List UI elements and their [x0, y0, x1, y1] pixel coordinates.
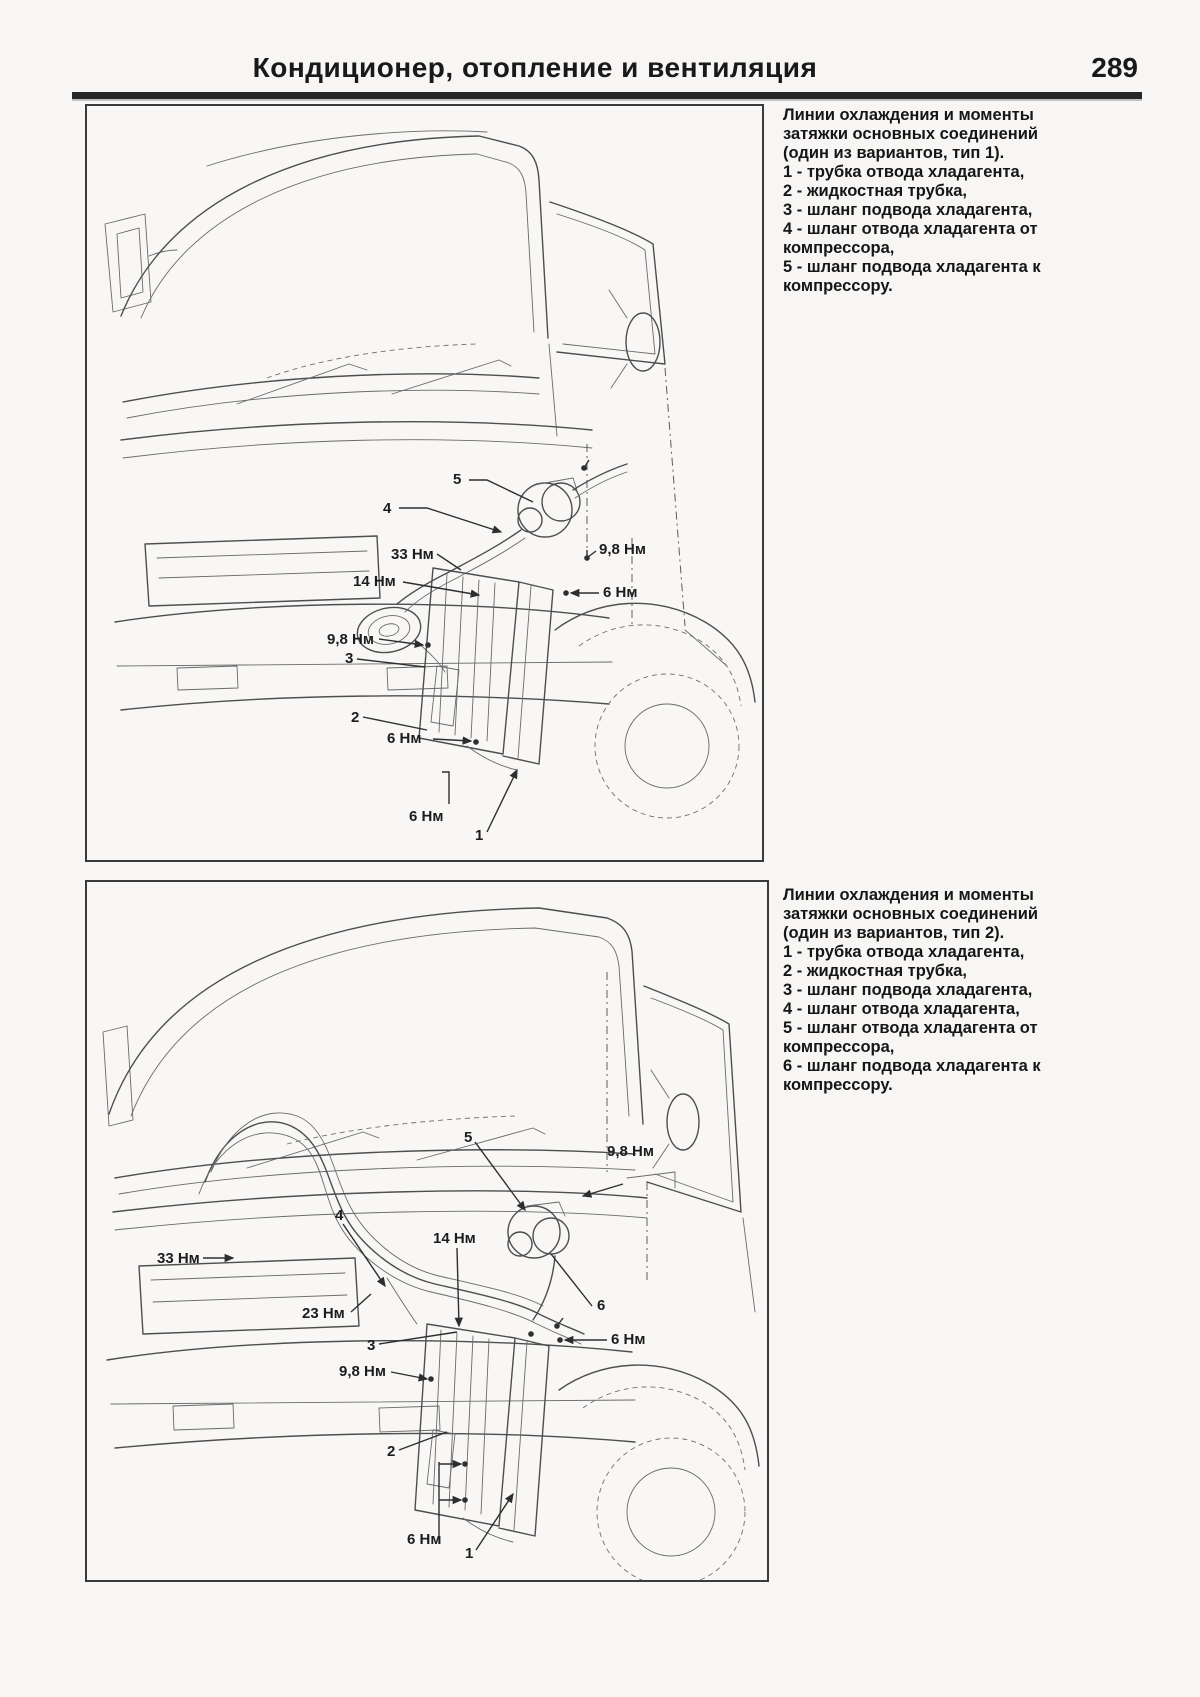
- figure-annotation: 5: [464, 1129, 473, 1146]
- figure-annotation: 4: [335, 1207, 344, 1224]
- figure-annotation: 33 Нм: [391, 546, 434, 563]
- figure-box-type2: 5 9,8 Нм 33 Нм 23 Нм 4 14 Нм 3 9,8 Нм 2 6 6 Нм 6 Нм…: [85, 880, 769, 1582]
- leader-lines: [356, 479, 599, 833]
- caption-item: 1 - трубка отвода хладагента,: [783, 943, 1025, 961]
- figure-annotation: 6 Нм: [407, 1531, 442, 1548]
- leader-lines: [203, 1141, 624, 1551]
- caption-item: 3 - шланг подвода хладагента,: [783, 981, 1033, 999]
- caption-heading: Линии охлаждения и моменты затяжки основ…: [783, 886, 1039, 942]
- caption-heading: Линии охлаждения и моменты затяжки основ…: [783, 106, 1039, 162]
- figure-annotation: 33 Нм: [157, 1250, 200, 1267]
- caption-item: 2 - жидкостная трубка,: [783, 182, 967, 200]
- figure-annotation: 9,8 Нм: [339, 1363, 386, 1380]
- caption-item: 3 - шланг подвода хладагента,: [783, 201, 1033, 219]
- page-title: Кондиционер, отопление и вентиляция: [252, 52, 818, 83]
- figure-annotation: 5: [453, 471, 462, 488]
- figure-annotation: 23 Нм: [302, 1305, 345, 1322]
- figure-annotation: 9,8 Нм: [327, 631, 374, 648]
- figure-annotation: 3: [367, 1337, 376, 1354]
- figure-annotation: 14 Нм: [433, 1230, 476, 1247]
- figure-annotation: 14 Нм: [353, 573, 396, 590]
- caption-type2: Линии охлаждения и моменты затяжки основ…: [783, 886, 1061, 1095]
- page-number: 289: [1091, 52, 1138, 83]
- header-rule: [72, 92, 1142, 99]
- bolt-marks: [425, 459, 590, 745]
- caption-item: 5 - шланг отвода хладагента от компрессо…: [783, 1019, 1038, 1056]
- figure-box-type1: 5 4 33 Нм 14 Нм 9,8 Нм 6 Нм 9,8 Нм 3 2 6 Нм 6 Нм 1: [85, 104, 764, 862]
- figure-annotation: 6 Нм: [611, 1331, 646, 1348]
- figure-annotation: 3: [345, 650, 354, 667]
- ac-plumbing: [198, 1112, 676, 1543]
- bolt-marks: [428, 1317, 564, 1503]
- caption-type1: Линии охлаждения и моменты затяжки основ…: [783, 106, 1061, 296]
- figure-annotation: 6 Нм: [409, 808, 444, 825]
- figure-labels-layer: 5 4 33 Нм 14 Нм 9,8 Нм 6 Нм 9,8 Нм 3 2 6 Нм 6 Нм 1: [87, 106, 762, 860]
- figure-annotation: 1: [465, 1545, 474, 1562]
- figure-annotation: 4: [383, 500, 392, 517]
- caption-item: 5 - шланг подвода хладагента к компрессо…: [783, 258, 1041, 295]
- caption-item: 4 - шланг отвода хладагента от компрессо…: [783, 220, 1038, 257]
- figure-annotation: 2: [351, 709, 360, 726]
- caption-items: 1 - трубка отвода хладагента,2 - жидкост…: [783, 943, 1061, 1095]
- caption-item: 6 - шланг подвода хладагента к компрессо…: [783, 1057, 1041, 1094]
- figure-annotation: 6: [597, 1297, 606, 1314]
- ac-plumbing: [356, 444, 633, 771]
- cab-outline: [102, 907, 760, 1580]
- figure-annotation: 6 Нм: [603, 584, 638, 601]
- figure-annotation: 6 Нм: [387, 730, 422, 747]
- caption-item: 2 - жидкостная трубка,: [783, 962, 967, 980]
- figure-annotation: 1: [475, 827, 484, 844]
- figure-labels-layer: 5 9,8 Нм 33 Нм 23 Нм 4 14 Нм 3 9,8 Нм 2 6 6 Нм 6 Нм…: [87, 882, 767, 1580]
- caption-items: 1 - трубка отвода хладагента,2 - жидкост…: [783, 163, 1061, 296]
- cab-outline: [104, 130, 756, 819]
- truck-sketch-type2: [102, 907, 760, 1580]
- figure-annotation: 9,8 Нм: [607, 1143, 654, 1160]
- truck-sketch-type1: [104, 130, 756, 833]
- caption-item: 1 - трубка отвода хладагента,: [783, 163, 1025, 181]
- caption-item: 4 - шланг отвода хладагента,: [783, 1000, 1020, 1018]
- figure-annotation: 2: [387, 1443, 396, 1460]
- figure-annotation: 9,8 Нм: [599, 541, 646, 558]
